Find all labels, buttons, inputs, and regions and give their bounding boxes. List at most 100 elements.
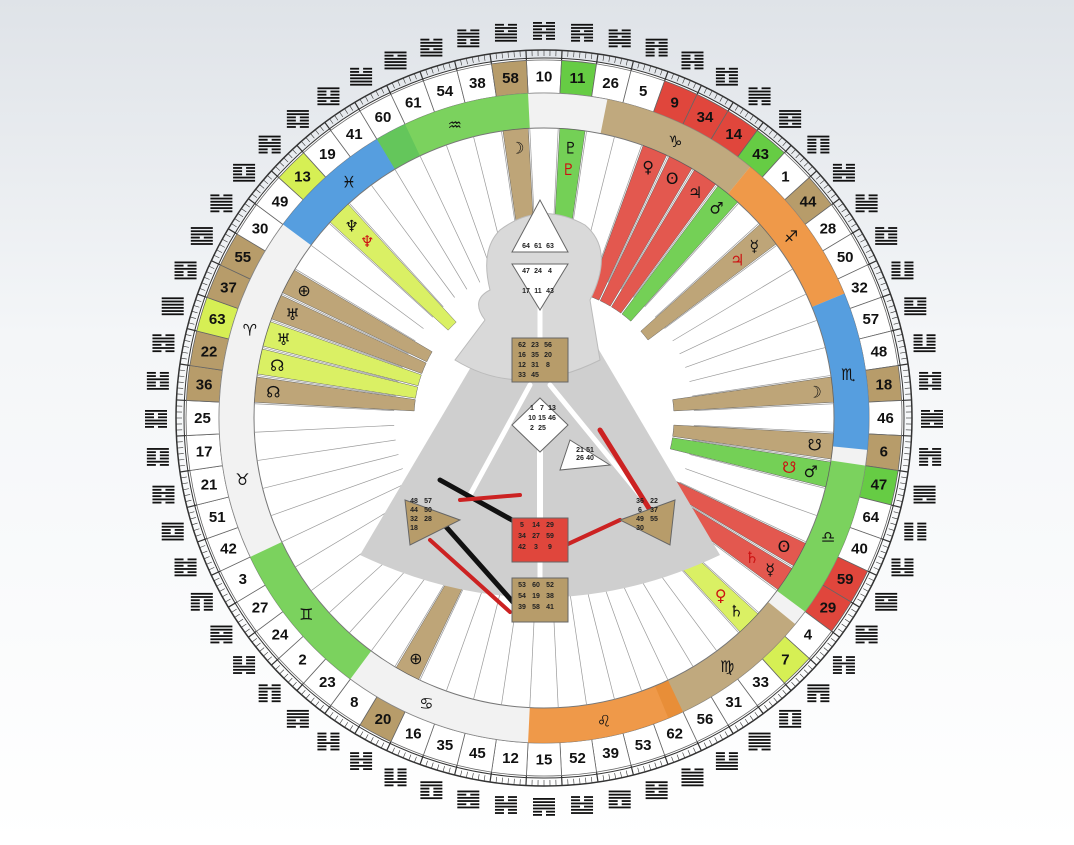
tick-mark: [460, 59, 463, 66]
tick-mark: [888, 305, 895, 308]
tick-mark: [287, 677, 293, 683]
tick-mark: [489, 772, 493, 783]
tick-mark: [501, 52, 503, 59]
tick-mark: [882, 545, 889, 548]
tick-mark: [292, 149, 297, 154]
tick-mark: [724, 99, 729, 105]
tick-mark: [808, 665, 813, 670]
tick-mark: [419, 754, 424, 765]
root-gate-number: 53: [518, 582, 526, 589]
planet-wedge: [669, 437, 831, 488]
tick-mark: [620, 771, 622, 778]
gate-number: 29: [820, 600, 837, 617]
tick-mark: [203, 276, 210, 280]
tick-mark: [620, 58, 622, 65]
tick-mark: [211, 260, 221, 266]
hexagram-icon: [161, 297, 184, 316]
ajna-gate-number: 24: [534, 268, 542, 275]
hexagram-icon: [190, 227, 213, 245]
tick-mark: [687, 750, 691, 756]
root-gate-number: 58: [532, 604, 540, 611]
planet-glyph-icon: ♀: [715, 586, 727, 605]
tick-mark: [190, 517, 196, 520]
spoke: [693, 403, 834, 411]
gate-number: 6: [880, 443, 888, 460]
tick-mark: [782, 141, 787, 147]
tick-mark: [880, 282, 887, 286]
sacral-gate-number: 5: [520, 522, 524, 529]
tick-mark: [267, 175, 273, 180]
hexagram-icon: [384, 51, 407, 70]
tick-mark: [891, 504, 902, 508]
hexagram-icon: [233, 163, 256, 182]
tick-mark: [255, 642, 261, 648]
tick-mark: [643, 766, 646, 772]
spoke: [257, 375, 396, 397]
tick-mark: [181, 482, 188, 485]
gate-number: 19: [319, 146, 336, 163]
sacral-gate-number: 14: [532, 522, 540, 529]
tick-mark: [777, 137, 783, 143]
hexagram-icon: [210, 625, 233, 644]
hexagram-icon: [715, 67, 738, 86]
planet-wedge: [672, 376, 834, 412]
ajna-center: [511, 263, 569, 311]
tick-mark: [454, 765, 458, 776]
tick-mark: [671, 756, 674, 763]
spoke: [445, 144, 494, 277]
spoke: [685, 319, 818, 368]
planet-glyph-icon: ☊: [266, 382, 280, 401]
hexagram-icon: [855, 625, 878, 644]
tick-mark: [903, 375, 910, 377]
tick-mark: [739, 108, 744, 114]
channel-line: [428, 538, 512, 614]
spoke: [262, 347, 399, 382]
gate-number: 15: [536, 752, 553, 769]
hexagram-icon: [779, 709, 802, 728]
spoke: [689, 347, 826, 382]
tick-mark: [391, 82, 395, 89]
tick-mark: [228, 601, 238, 608]
spoke: [257, 439, 396, 461]
planet-glyph-icon: ʘ: [666, 169, 679, 188]
hexagram-icon: [258, 684, 281, 703]
spoke: [654, 222, 760, 318]
spoke: [692, 375, 831, 397]
zodiac-sign-icon: ♏: [841, 365, 855, 384]
tick-mark: [183, 345, 190, 348]
tick-mark: [803, 161, 809, 167]
tick-mark: [263, 651, 269, 657]
sacral-gate-number: 3: [534, 544, 538, 551]
tick-mark: [477, 55, 480, 62]
tick-mark: [878, 556, 885, 560]
ajna-gate-number: 47: [522, 268, 530, 275]
planet-wedge: [611, 169, 716, 314]
tick-mark: [876, 271, 882, 275]
tick-mark: [851, 608, 857, 613]
g-gate-number: 15: [538, 415, 546, 422]
tick-mark: [471, 57, 474, 64]
hexagram-icon: [832, 656, 855, 674]
tick-mark: [231, 608, 237, 613]
gate-number: 25: [194, 410, 211, 427]
tick-mark: [370, 93, 374, 99]
tick-mark: [676, 754, 680, 761]
tick-mark: [225, 598, 231, 603]
tick-mark: [898, 469, 909, 473]
spoke: [664, 244, 778, 329]
ego-gate-number: 51: [586, 447, 594, 454]
tick-mark: [225, 233, 231, 238]
tick-mark: [886, 534, 893, 537]
root-gate-number: 60: [532, 582, 540, 589]
spoke: [594, 144, 643, 277]
tick-mark: [873, 567, 880, 571]
tick-mark: [841, 208, 847, 213]
tick-mark: [860, 238, 866, 243]
tick-mark: [275, 665, 280, 670]
planet-wedge: [672, 424, 834, 460]
gate-number: 46: [877, 410, 894, 427]
tick-mark: [219, 588, 225, 592]
tick-mark: [237, 618, 244, 623]
tick-mark: [795, 677, 801, 683]
tick-mark: [827, 642, 833, 648]
